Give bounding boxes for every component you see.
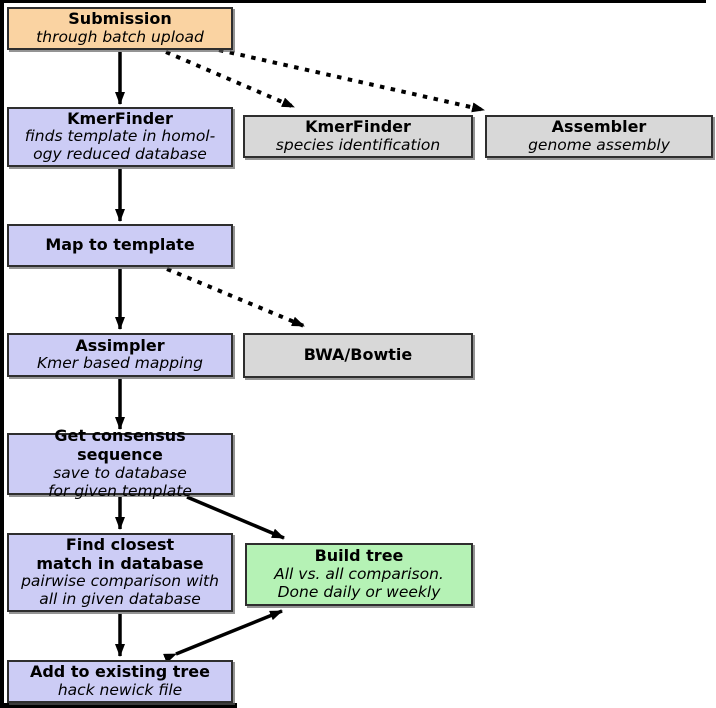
box-subtitle: species identification xyxy=(275,135,441,154)
box-subtitle: hack newick file xyxy=(57,680,183,699)
box-title: Submission xyxy=(68,9,172,29)
flow-box-kmerfinder-main: KmerFinder finds template in homol- ogy … xyxy=(7,107,233,167)
arrow-buildtree-addtree-bidirectional xyxy=(163,609,283,664)
box-subtitle: finds template in homol- ogy reduced dat… xyxy=(24,127,216,164)
frame-left-border xyxy=(0,0,4,708)
box-title: Assembler xyxy=(551,117,647,137)
flow-box-map-to-template: Map to template xyxy=(7,224,233,267)
arrow-consensus-to-buildtree xyxy=(186,495,285,540)
flow-box-find-closest: Find closest match in database pairwise … xyxy=(7,533,233,612)
arrow-dashed-map-to-bwa xyxy=(166,267,305,328)
flow-box-assembler: Assembler genome assembly xyxy=(485,115,713,158)
frame-top-border xyxy=(0,0,706,3)
arrow-dashed-submission-to-kmerfinder-species xyxy=(165,50,295,109)
box-subtitle: save to database for given template xyxy=(48,463,192,500)
box-title: Find closest match in database xyxy=(36,534,204,573)
flow-box-bwa-bowtie: BWA/Bowtie xyxy=(243,333,473,378)
box-subtitle: All vs. all comparison. Done daily or we… xyxy=(274,564,444,601)
box-subtitle: through batch upload xyxy=(36,27,204,46)
box-subtitle: Kmer based mapping xyxy=(36,354,204,373)
flow-box-add-to-tree: Add to existing tree hack newick file xyxy=(7,660,233,703)
flow-box-assimpler: Assimpler Kmer based mapping xyxy=(7,333,233,377)
box-title: BWA/Bowtie xyxy=(303,345,413,365)
box-title: Map to template xyxy=(45,235,195,255)
flow-box-submission: Submission through batch upload xyxy=(7,7,233,50)
arrow-dashed-submission-to-assembler xyxy=(218,48,485,113)
box-title: Add to existing tree xyxy=(29,662,211,682)
box-title: Assimpler xyxy=(75,335,165,355)
box-title: Build tree xyxy=(314,546,404,566)
box-subtitle: pairwise comparison with all in given da… xyxy=(21,572,219,609)
frame-bottom-border xyxy=(0,703,237,708)
box-title: Get consensus sequence xyxy=(54,426,186,465)
box-title: KmerFinder xyxy=(67,108,173,128)
box-subtitle: genome assembly xyxy=(528,135,670,154)
flow-box-get-consensus: Get consensus sequence save to database … xyxy=(7,427,233,500)
flow-box-kmerfinder-species: KmerFinder species identification xyxy=(243,115,473,158)
flow-box-build-tree: Build tree All vs. all comparison. Done … xyxy=(245,543,473,606)
box-title: KmerFinder xyxy=(305,117,411,137)
